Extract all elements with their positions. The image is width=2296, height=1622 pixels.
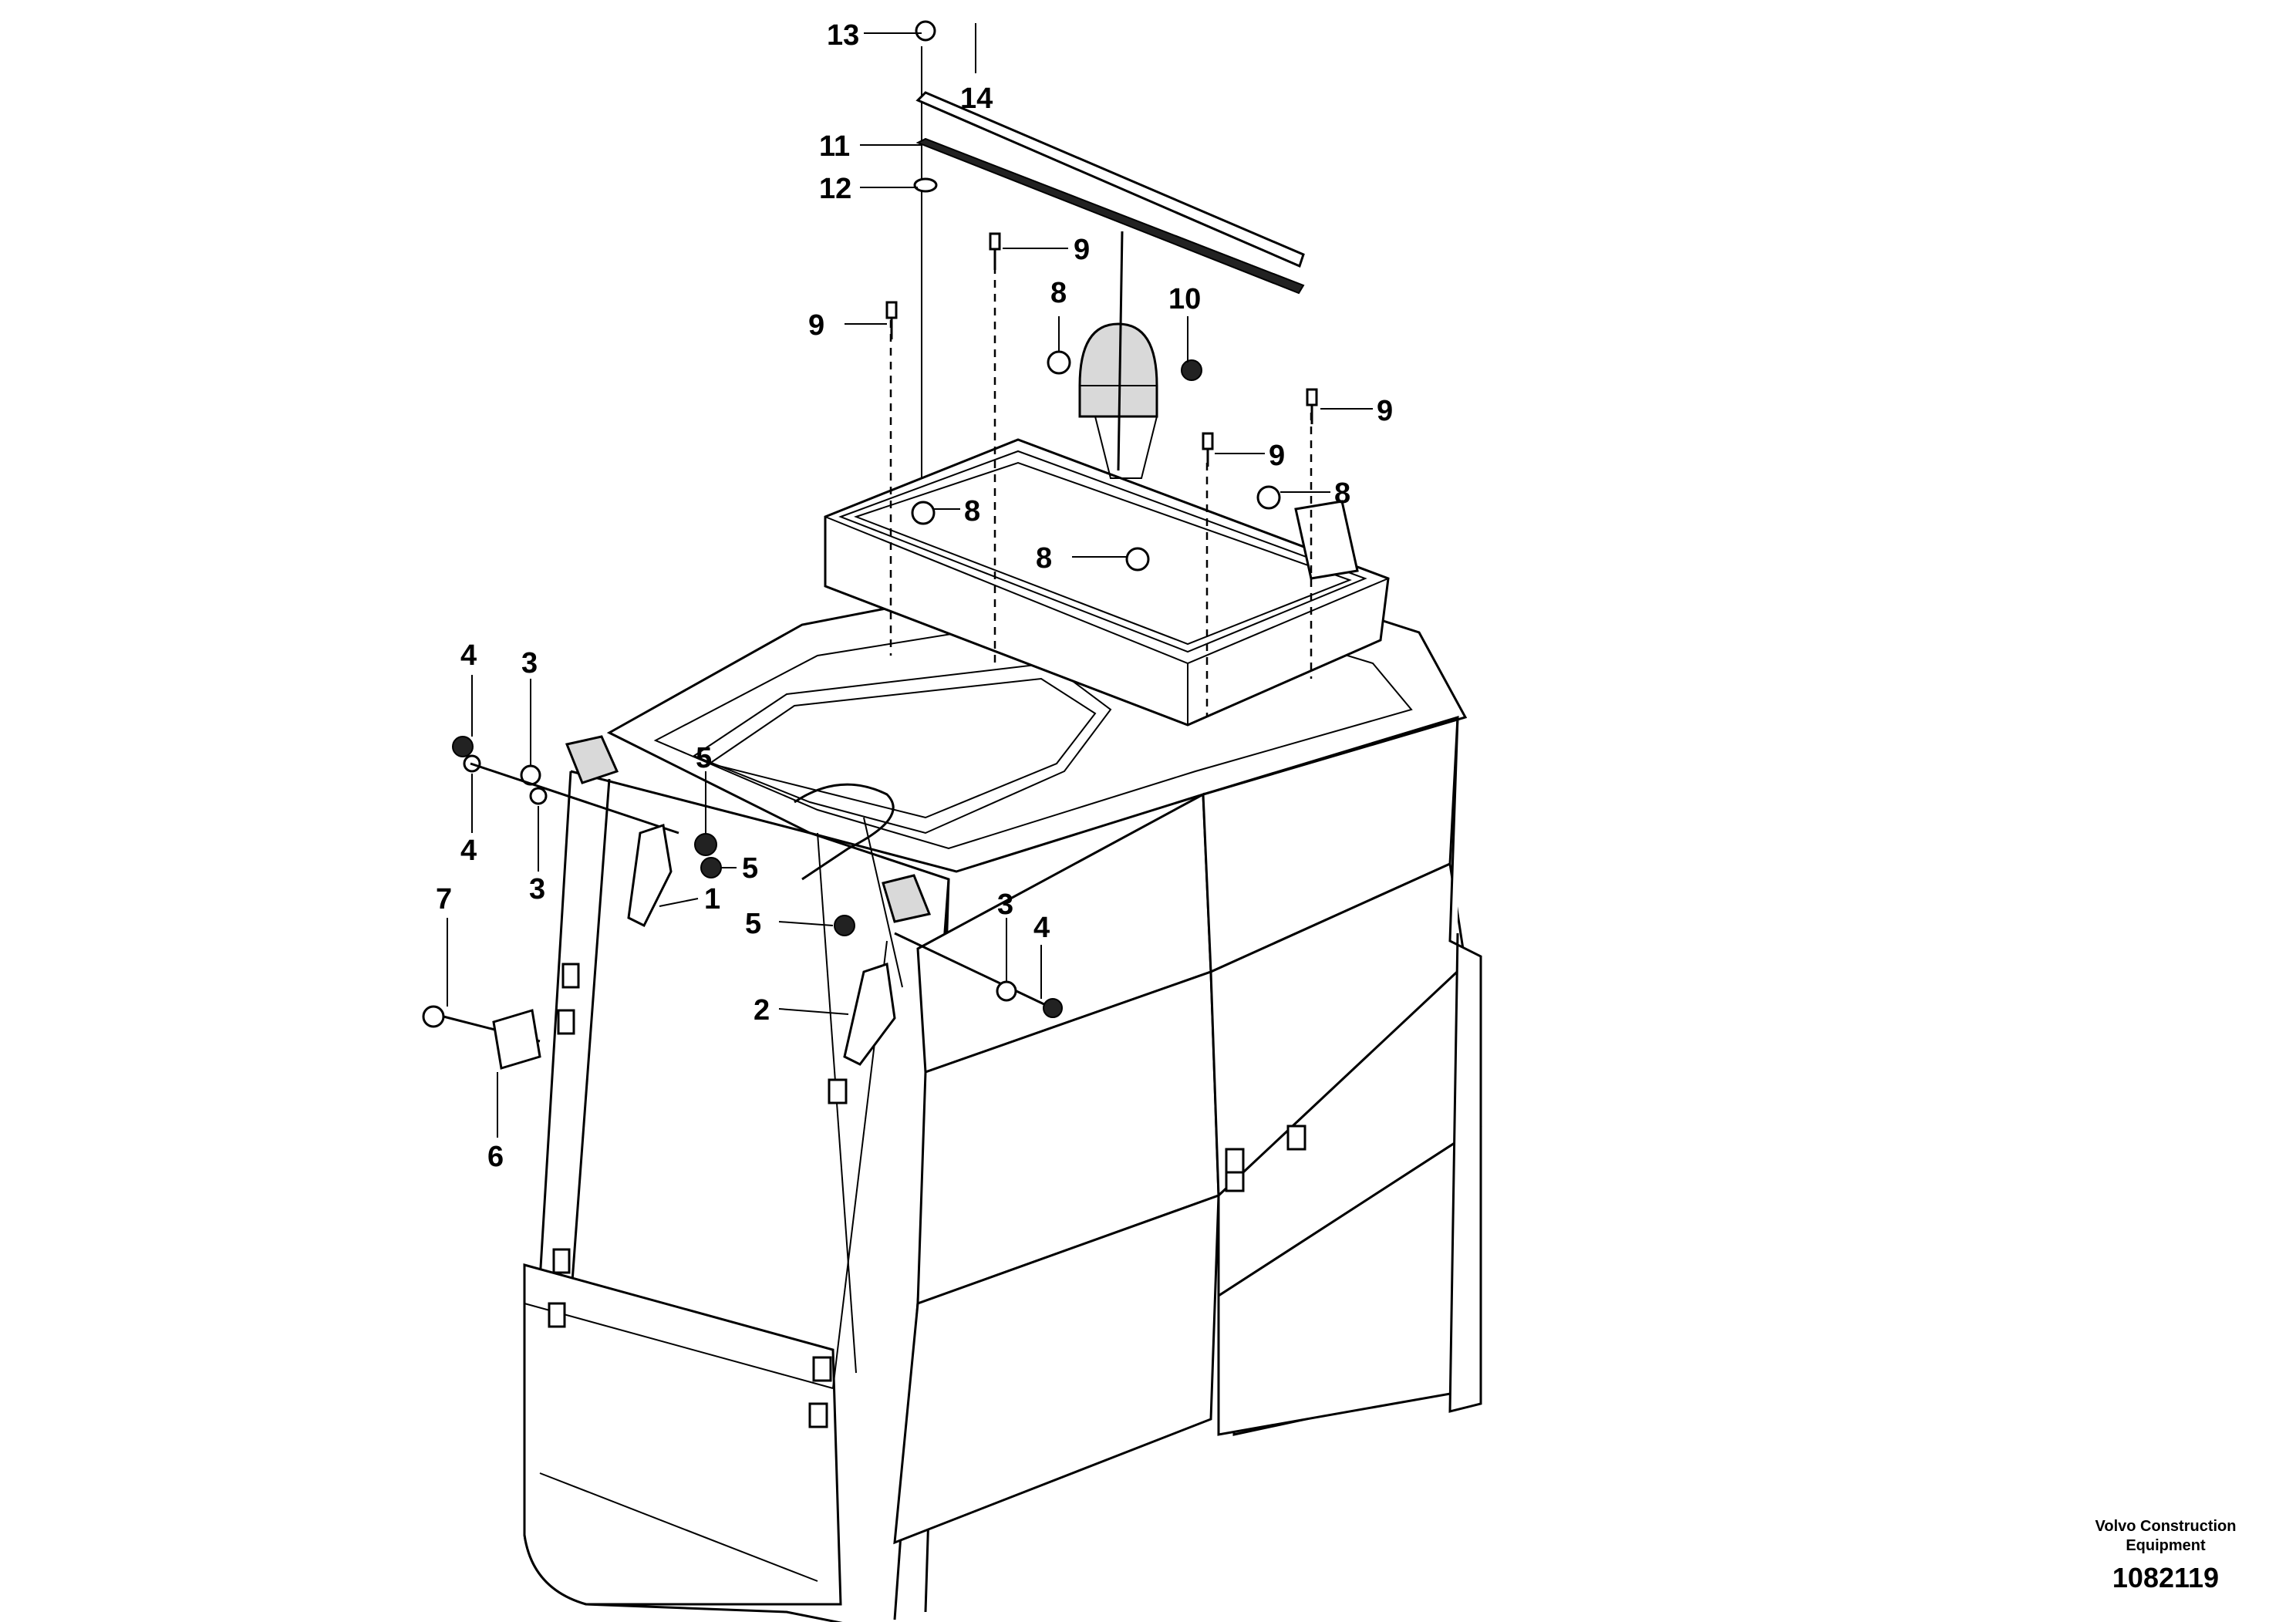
brand-line-2: Equipment bbox=[2126, 1537, 2206, 1554]
callout-4-right: 4 bbox=[1033, 912, 1050, 944]
callout-3-upper-left: 3 bbox=[521, 647, 538, 679]
callout-9-top: 9 bbox=[1074, 234, 1090, 266]
drawing-number: 1082119 bbox=[2112, 1562, 2219, 1593]
callout-9-mid: 9 bbox=[1269, 440, 1285, 472]
leader-lines bbox=[447, 23, 1373, 1138]
callout-5-middle: 5 bbox=[742, 852, 758, 885]
callout-4-lower-left: 4 bbox=[460, 835, 477, 867]
callout-10: 10 bbox=[1168, 283, 1201, 315]
callout-3-right: 3 bbox=[997, 889, 1013, 921]
part-callouts: 13 14 11 12 9 9 8 10 9 9 8 8 8 4 3 5 4 3… bbox=[436, 19, 1393, 1173]
callout-8-left: 8 bbox=[964, 495, 980, 528]
callout-14: 14 bbox=[960, 83, 993, 115]
callout-3-lower-left: 3 bbox=[529, 873, 545, 905]
callout-1: 1 bbox=[704, 883, 720, 916]
callout-6: 6 bbox=[487, 1141, 504, 1173]
cab-body bbox=[523, 561, 1482, 1622]
callout-5-upper: 5 bbox=[696, 742, 712, 774]
callout-4-upper-left: 4 bbox=[460, 639, 477, 672]
fasteners bbox=[422, 20, 1318, 1070]
callout-12: 12 bbox=[819, 173, 851, 205]
callout-11: 11 bbox=[819, 130, 850, 163]
footer-branding: Volvo Construction Equipment 1082119 bbox=[2095, 1518, 2237, 1593]
callout-5-lower: 5 bbox=[745, 908, 761, 940]
callout-7: 7 bbox=[436, 883, 452, 916]
callout-8-center: 8 bbox=[1036, 542, 1052, 575]
brand-line-1: Volvo Construction bbox=[2095, 1518, 2237, 1535]
callout-9-left: 9 bbox=[808, 309, 824, 342]
strap-parts bbox=[915, 91, 1305, 295]
callout-9-right: 9 bbox=[1377, 395, 1393, 427]
callout-2: 2 bbox=[754, 994, 770, 1027]
assembly-guide-lines bbox=[889, 46, 1313, 717]
roof-module-box bbox=[824, 231, 1390, 727]
callout-8-beacon: 8 bbox=[1050, 277, 1067, 309]
callout-8-right: 8 bbox=[1334, 477, 1350, 510]
callout-13: 13 bbox=[827, 19, 859, 52]
